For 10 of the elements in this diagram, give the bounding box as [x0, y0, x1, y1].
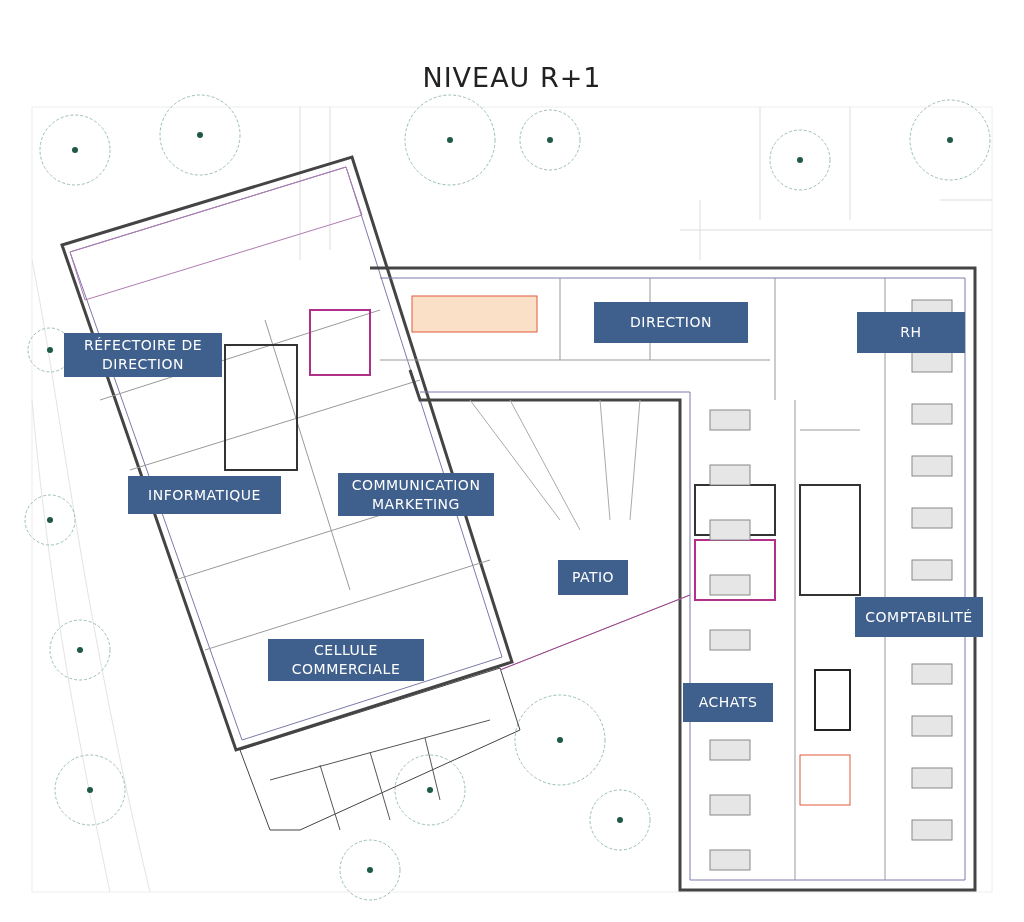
plan-title: NIVEAU R+1: [421, 62, 603, 93]
room-label: CELLULE COMMERCIALE: [268, 639, 424, 681]
room-label: RÉFECTOIRE DE DIRECTION: [64, 333, 222, 377]
room-label: DIRECTION: [594, 302, 748, 343]
room-label: COMMUNICATION MARKETING: [338, 473, 494, 516]
room-label: ACHATS: [683, 683, 773, 722]
room-label: PATIO: [558, 560, 628, 595]
room-label: RH: [857, 312, 965, 353]
room-label: COMPTABILITÉ: [855, 597, 983, 637]
room-label: INFORMATIQUE: [128, 476, 281, 514]
